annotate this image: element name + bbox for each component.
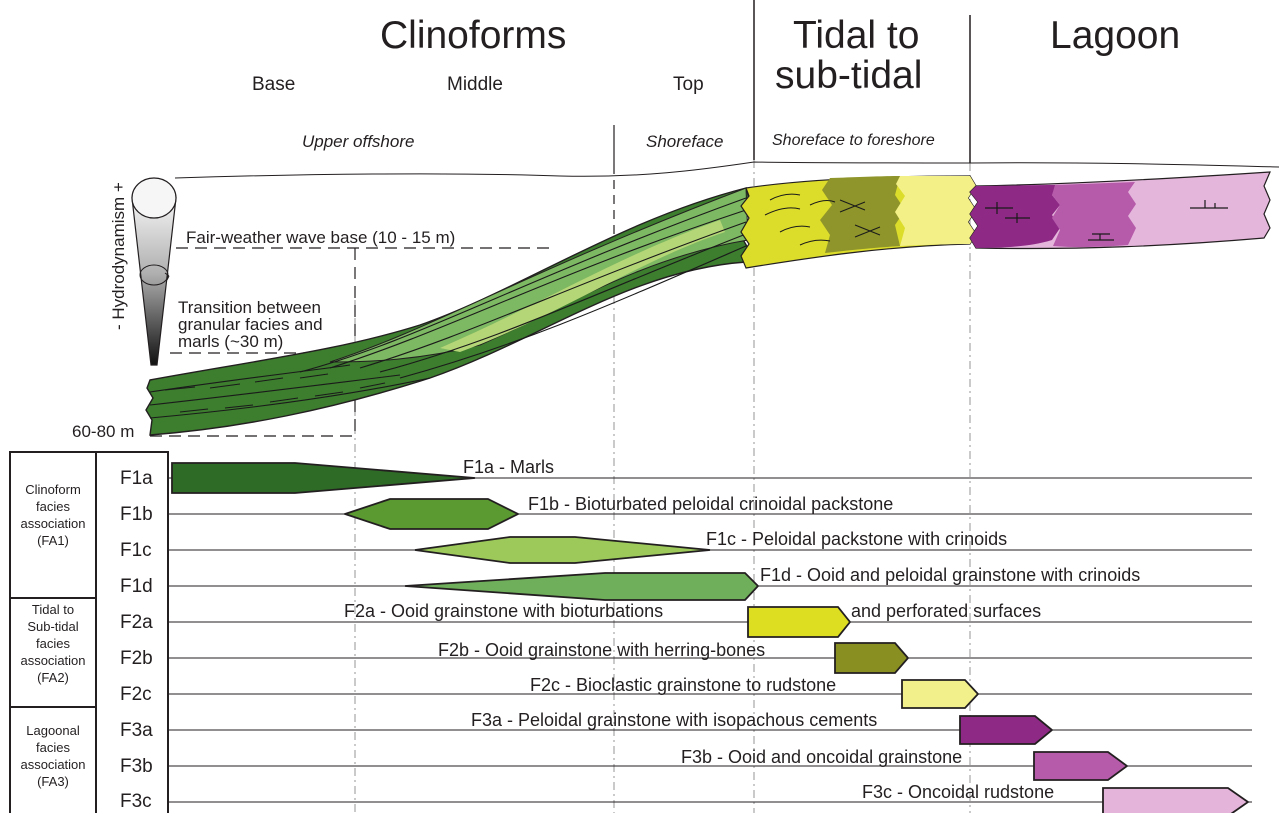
facies-range-f1c (415, 537, 710, 563)
association-fa1: Clinoform facies association (FA1) (10, 482, 96, 550)
tidal-bioclastic-zone (895, 176, 976, 246)
facies-label-f1a: F1a - Marls (463, 458, 554, 476)
title-lagoon: Lagoon (1050, 16, 1180, 55)
facies-range-f1a (172, 463, 475, 493)
title-clinoforms: Clinoforms (380, 16, 566, 55)
facies-range-f2a (748, 607, 850, 637)
facies-range-f2c (902, 680, 978, 708)
association-fa3: Lagoonal facies association (FA3) (10, 723, 96, 791)
facies-range-f3c (1103, 788, 1248, 813)
transition-label-3: marls (~30 m) (178, 333, 283, 350)
fa1-line-4: (FA1) (10, 533, 96, 550)
facies-label-f1c: F1c - Peloidal packstone with crinoids (706, 530, 1007, 548)
lagoon-oncoidal-zone (1052, 182, 1136, 247)
title-tidal-line1: Tidal to (793, 16, 919, 55)
zone-shoreface: Shoreface (646, 133, 724, 150)
transition-label-1: Transition between (178, 299, 321, 316)
fa1-line-2: facies (10, 499, 96, 516)
code-f1b: F1b (120, 505, 153, 524)
code-f1d: F1d (120, 577, 153, 596)
fa2-line-4: association (10, 653, 96, 670)
code-f2a: F2a (120, 613, 153, 632)
fa3-line-3: association (10, 757, 96, 774)
facies-label-f1d: F1d - Ooid and peloidal grainstone with … (760, 566, 1140, 584)
code-f1c: F1c (120, 541, 152, 560)
depth-label: 60-80 m (72, 423, 134, 440)
subtitle-top: Top (673, 75, 704, 94)
facies-label-f2c: F2c - Bioclastic grainstone to rudstone (530, 676, 836, 694)
hydrodynamism-cone (132, 198, 176, 365)
association-fa2: Tidal to Sub-tidal facies association (F… (10, 602, 96, 686)
code-f1a: F1a (120, 469, 153, 488)
fa1-line-1: Clinoform (10, 482, 96, 499)
zone-shoreface-foreshore: Shoreface to foreshore (772, 133, 935, 149)
facies-label-f2b: F2b - Ooid grainstone with herring-bones (438, 641, 765, 659)
code-f3c: F3c (120, 792, 152, 811)
lagoon-peloidal-zone (970, 185, 1060, 248)
sea-surface-line (175, 162, 1279, 178)
fa3-line-2: facies (10, 740, 96, 757)
facies-label-f1b: F1b - Bioturbated peloidal crinoidal pac… (528, 495, 893, 513)
fair-weather-label: Fair-weather wave base (10 - 15 m) (186, 229, 455, 246)
fa2-line-5: (FA2) (10, 670, 96, 687)
facies-range-f2b (835, 643, 908, 673)
code-f2c: F2c (120, 685, 152, 704)
title-tidal-line2: sub-tidal (775, 56, 922, 95)
facies-label-f2a-cont: and perforated surfaces (851, 602, 1041, 620)
clinoform-packstone-lens (440, 220, 725, 352)
tidal-herringbone-zone (820, 176, 905, 253)
zone-upper-offshore: Upper offshore (302, 133, 414, 150)
facies-range-f3a (960, 716, 1052, 744)
code-f2b: F2b (120, 649, 153, 668)
facies-range-f1d (405, 573, 758, 600)
subtitle-base: Base (252, 75, 295, 94)
fa1-line-3: association (10, 516, 96, 533)
hydrodynamism-label: - Hydrodynamism + (110, 182, 127, 330)
fa2-line-1: Tidal to (10, 602, 96, 619)
fa2-line-2: Sub-tidal (10, 619, 96, 636)
fa3-line-4: (FA3) (10, 774, 96, 791)
facies-range-f3b (1034, 752, 1127, 780)
facies-label-f3c: F3c - Oncoidal rudstone (862, 783, 1054, 801)
facies-label-f3b: F3b - Ooid and oncoidal grainstone (681, 748, 962, 766)
cone-top-ellipse (132, 178, 176, 218)
code-f3b: F3b (120, 757, 153, 776)
code-f3a: F3a (120, 721, 153, 740)
facies-label-f3a: F3a - Peloidal grainstone with isopachou… (471, 711, 877, 729)
subtitle-middle: Middle (447, 75, 503, 94)
fa2-line-3: facies (10, 636, 96, 653)
facies-label-f2a: F2a - Ooid grainstone with bioturbations (344, 602, 663, 620)
transition-label-2: granular facies and (178, 316, 323, 333)
facies-range-f1b (345, 499, 518, 529)
fa3-line-1: Lagoonal (10, 723, 96, 740)
